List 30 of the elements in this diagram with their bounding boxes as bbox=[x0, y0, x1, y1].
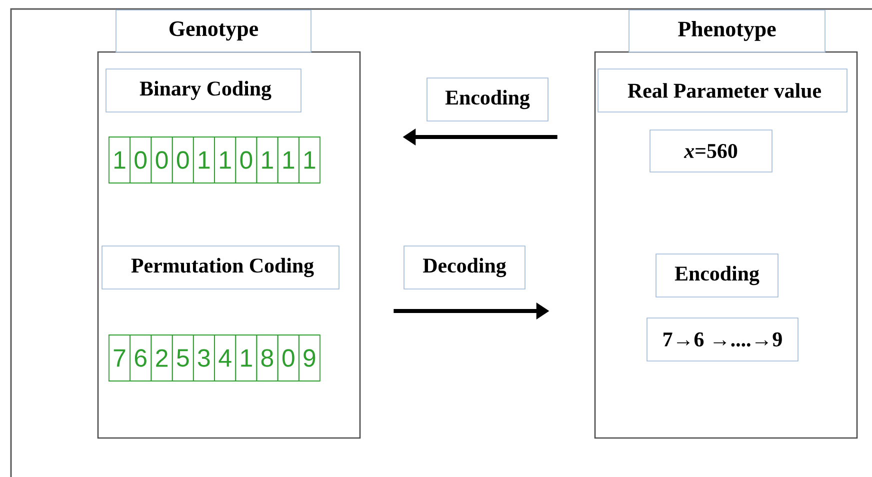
edge-label: Encoding bbox=[426, 78, 548, 122]
gene-cell: 1 bbox=[235, 334, 258, 382]
value-box: Encoding bbox=[656, 254, 778, 298]
gene-cell: 2 bbox=[150, 334, 173, 382]
heading-box: Permutation Coding bbox=[102, 246, 340, 290]
gene-cell: 6 bbox=[130, 334, 152, 382]
node-label: Genotype bbox=[170, 21, 258, 41]
gene-cell: 0 bbox=[172, 136, 194, 184]
gene-cell: 1 bbox=[192, 136, 215, 184]
gene-cell: 8 bbox=[256, 334, 278, 382]
gene-cell: 7 bbox=[108, 334, 130, 382]
gene-cell: 3 bbox=[192, 334, 215, 382]
gene-cell: 5 bbox=[172, 334, 194, 382]
gene-cell: 0 bbox=[150, 136, 173, 184]
heading-box: Real Parameter value bbox=[598, 68, 848, 112]
gene-cell: 1 bbox=[256, 136, 278, 184]
value-box: x=560 bbox=[650, 130, 772, 172]
edge-label: Decoding bbox=[404, 246, 526, 290]
value-box: 7→6 →....→9 bbox=[646, 318, 798, 362]
heading-box: Binary Coding bbox=[106, 68, 302, 112]
gene-cell: 1 bbox=[298, 136, 320, 184]
gene-cell: 0 bbox=[277, 334, 300, 382]
gene-cell: 9 bbox=[298, 334, 320, 382]
gene-cell: 1 bbox=[214, 136, 236, 184]
gene-cell: 4 bbox=[214, 334, 236, 382]
gene-cell: 0 bbox=[235, 136, 258, 184]
gene-cell: 1 bbox=[277, 136, 300, 184]
gene-cell: 0 bbox=[130, 136, 152, 184]
node-label: Phenotype bbox=[678, 21, 776, 41]
gene-cell: 1 bbox=[108, 136, 130, 184]
